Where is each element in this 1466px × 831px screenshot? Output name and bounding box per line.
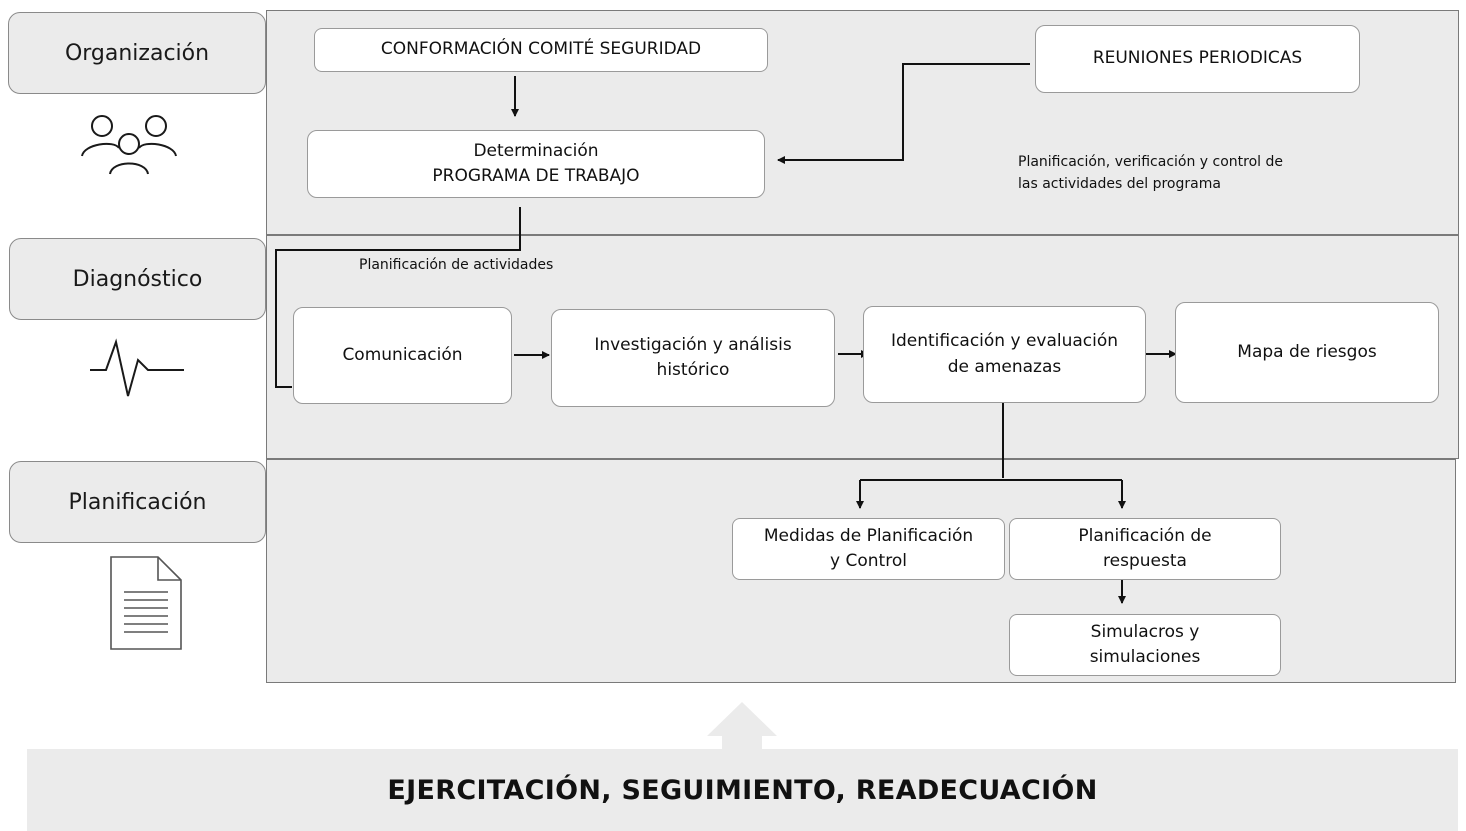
organizacion-note: Planificación, verificación y control de…	[1018, 152, 1283, 195]
medidas-box: Medidas de Planificación y Control	[732, 518, 1005, 580]
document-icon	[110, 556, 182, 650]
identificacion-box: Identificación y evaluación de amenazas	[863, 306, 1146, 403]
stage-label-diagnostico: Diagnóstico	[9, 238, 266, 320]
mapa-riesgos-label: Mapa de riesgos	[1237, 341, 1377, 362]
comunicacion-label: Comunicación	[342, 344, 463, 365]
footer-label: EJERCITACIÓN, SEGUIMIENTO, READECUACIÓN	[387, 774, 1098, 806]
investigacion-line1: Investigación y análisis	[594, 334, 792, 355]
identificacion-line1: Identificación y evaluación	[890, 331, 1119, 351]
determinacion-line2: PROGRAMA DE TRABAJO	[432, 166, 640, 186]
organizacion-note-line2: las actividades del programa	[1018, 175, 1221, 192]
determinacion-line1: Determinación	[473, 140, 599, 161]
identificacion-line2: de amenazas	[947, 356, 1062, 377]
simulacros-line1: Simulacros y	[1090, 621, 1200, 642]
determinacion-box: Determinación PROGRAMA DE TRABAJO	[307, 130, 765, 198]
simulacros-box: Simulacros y simulaciones	[1009, 614, 1281, 676]
organizacion-note-line1: Planificación, verificación y control de	[1018, 154, 1284, 170]
people-group-icon	[81, 115, 177, 175]
comite-box: CONFORMACIÓN COMITÉ SEGURIDAD	[314, 28, 768, 72]
respuesta-line1: Planificación de	[1078, 525, 1212, 546]
respuesta-line2: respuesta	[1103, 551, 1187, 571]
footer-band: EJERCITACIÓN, SEGUIMIENTO, READECUACIÓN	[27, 749, 1458, 831]
mapa-riesgos-box: Mapa de riesgos	[1175, 302, 1439, 403]
diagnostico-note: Planificación de actividades	[359, 257, 554, 273]
respuesta-box: Planificación de respuesta	[1009, 518, 1281, 580]
medidas-line1: Medidas de Planificación	[763, 525, 974, 546]
simulacros-line2: simulaciones	[1089, 647, 1201, 667]
medidas-line2: y Control	[830, 551, 907, 571]
comite-label: CONFORMACIÓN COMITÉ SEGURIDAD	[380, 39, 702, 60]
investigacion-box: Investigación y análisis histórico	[551, 309, 835, 407]
heartbeat-pulse-icon	[90, 338, 184, 397]
stage-label-planificacion: Planificación	[9, 461, 266, 543]
reuniones-label: REUNIONES PERIODICAS	[1092, 48, 1303, 69]
up-arrow-icon	[707, 702, 777, 752]
stage-label-organizacion: Organización	[8, 12, 266, 94]
reuniones-box: REUNIONES PERIODICAS	[1035, 25, 1360, 93]
comunicacion-box: Comunicación	[293, 307, 512, 404]
investigacion-line2: histórico	[656, 360, 730, 380]
